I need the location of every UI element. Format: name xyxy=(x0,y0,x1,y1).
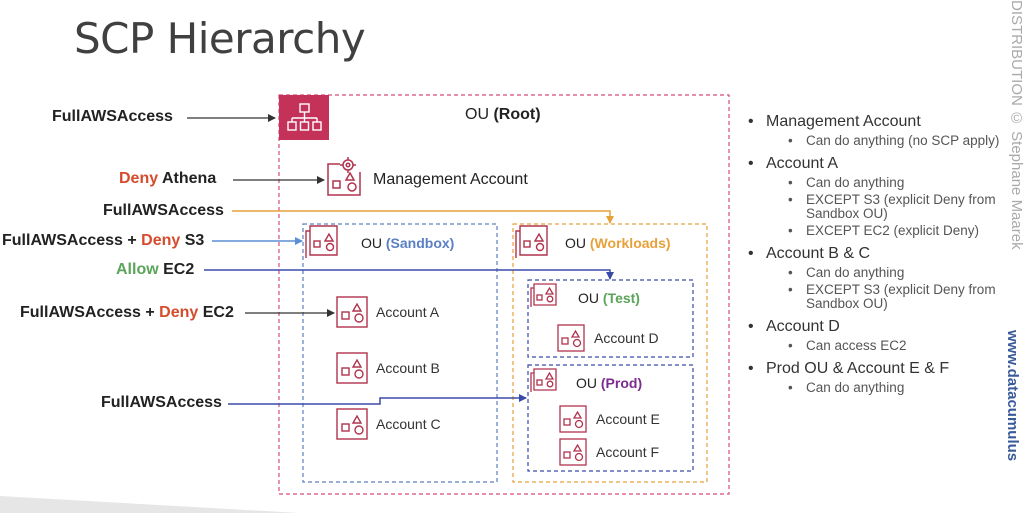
workloads-ou-icon xyxy=(515,225,548,258)
test-ou-icon xyxy=(530,283,557,307)
organization-icon xyxy=(279,95,329,140)
account-f-icon xyxy=(559,438,587,466)
policy-workloads: FullAWSAccess xyxy=(103,202,224,220)
summary-group: Management Account Can do anything (no S… xyxy=(748,112,1024,148)
policy-account-a-deny: Deny xyxy=(159,304,199,321)
summary-item: Can do anything xyxy=(748,381,1024,396)
account-e-icon xyxy=(559,405,587,433)
account-b-label: Account B xyxy=(376,360,440,376)
policy-account-a-service: EC2 xyxy=(202,304,234,321)
policy-management-deny: Deny xyxy=(119,170,159,187)
sandbox-ou-name: (Sandbox) xyxy=(385,235,455,251)
prod-ou-icon xyxy=(530,368,557,392)
root-ou-prefix: OU xyxy=(465,106,489,123)
management-account-icon xyxy=(327,157,361,196)
prod-ou-box xyxy=(527,364,694,472)
prod-ou-name: (Prod) xyxy=(600,375,643,391)
sandbox-ou-prefix: OU xyxy=(361,235,382,251)
sandbox-ou-label: OU (Sandbox) xyxy=(361,235,454,251)
decorative-wedge xyxy=(0,496,300,513)
workloads-ou-prefix: OU xyxy=(565,235,586,251)
policy-test-allow: Allow xyxy=(116,261,159,278)
account-d-icon xyxy=(557,324,585,352)
root-ou-box xyxy=(278,94,730,495)
policy-sandbox: FullAWSAccess + Deny S3 xyxy=(2,232,204,250)
summary-group: Account A Can do anything EXCEPT S3 (exp… xyxy=(748,154,1024,238)
account-c-icon xyxy=(336,408,368,440)
summary-group: Account B & C Can do anything EXCEPT S3 … xyxy=(748,244,1024,311)
policy-sandbox-service: S3 xyxy=(184,232,205,249)
prod-ou-label: OU (Prod) xyxy=(576,375,642,391)
sandbox-ou-box xyxy=(302,223,498,483)
policy-management: Deny Athena xyxy=(119,170,216,188)
summary-item: EXCEPT S3 (explicit Deny from Sandbox OU… xyxy=(748,193,1006,221)
policy-prod-text: FullAWSAccess xyxy=(101,394,222,411)
policy-account-a: FullAWSAccess + Deny EC2 xyxy=(20,304,234,322)
root-ou-label: OU (Root) xyxy=(465,106,541,124)
summary-heading: Account B & C xyxy=(748,244,1024,264)
policy-account-a-full: FullAWSAccess xyxy=(20,304,141,321)
arrow-test-policy xyxy=(204,269,614,280)
summary-heading: Prod OU & Account E & F xyxy=(748,359,1024,379)
policy-sandbox-deny: Deny xyxy=(141,232,181,249)
summary-item: Can do anything xyxy=(748,176,1024,191)
management-account-label: Management Account xyxy=(373,171,528,188)
policy-account-a-plus: + xyxy=(140,304,160,321)
summary-heading: Account A xyxy=(748,154,1024,174)
account-b-icon xyxy=(336,352,368,384)
test-ou-label: OU (Test) xyxy=(578,290,640,306)
policy-root-text: FullAWSAccess xyxy=(52,108,173,125)
test-ou-name: (Test) xyxy=(602,290,640,306)
policy-root: FullAWSAccess xyxy=(52,108,173,126)
workloads-ou-label: OU (Workloads) xyxy=(565,235,671,251)
policy-test: Allow EC2 xyxy=(116,261,194,279)
arrow-workloads-policy xyxy=(232,210,614,224)
summary-heading: Account D xyxy=(748,317,1024,337)
copyright-side-text: DISTRIBUTION © Stephane Maarek xyxy=(1008,0,1024,250)
summary-item: EXCEPT EC2 (explicit Deny) xyxy=(748,224,1024,239)
policy-workloads-text: FullAWSAccess xyxy=(103,202,224,219)
summary-item: Can do anything (no SCP apply) xyxy=(748,134,1024,149)
policy-sandbox-plus: + xyxy=(122,232,142,249)
account-f-label: Account F xyxy=(596,444,660,460)
arrow-prod-policy xyxy=(228,394,527,405)
account-d-label: Account D xyxy=(594,330,659,346)
account-a-label: Account A xyxy=(376,304,440,320)
summary-group: Prod OU & Account E & F Can do anything xyxy=(748,359,1024,395)
account-e-label: Account E xyxy=(596,411,660,427)
workloads-ou-name: (Workloads) xyxy=(589,235,671,251)
policy-management-service: Athena xyxy=(161,170,217,187)
policy-test-service: EC2 xyxy=(163,261,195,278)
root-ou-name: (Root) xyxy=(493,106,541,123)
policy-sandbox-full: FullAWSAccess xyxy=(2,232,123,249)
account-c-label: Account C xyxy=(376,416,441,432)
sandbox-ou-icon xyxy=(305,225,338,258)
summary-item: EXCEPT S3 (explicit Deny from Sandbox OU… xyxy=(748,283,1006,311)
test-ou-box xyxy=(527,279,694,358)
policy-prod: FullAWSAccess xyxy=(101,394,222,412)
summary-group: Account D Can access EC2 xyxy=(748,317,1024,353)
prod-ou-prefix: OU xyxy=(576,375,597,391)
summary-list: Management Account Can do anything (no S… xyxy=(748,112,1024,401)
summary-item: Can do anything xyxy=(748,266,1024,281)
website-side-link[interactable]: www.datacumulus xyxy=(1004,330,1021,462)
summary-heading: Management Account xyxy=(748,112,1024,132)
account-a-icon xyxy=(336,296,368,328)
workloads-ou-box xyxy=(512,223,708,483)
test-ou-prefix: OU xyxy=(578,290,599,306)
slide-title: SCP Hierarchy xyxy=(74,14,366,63)
summary-item: Can access EC2 xyxy=(748,339,1024,354)
